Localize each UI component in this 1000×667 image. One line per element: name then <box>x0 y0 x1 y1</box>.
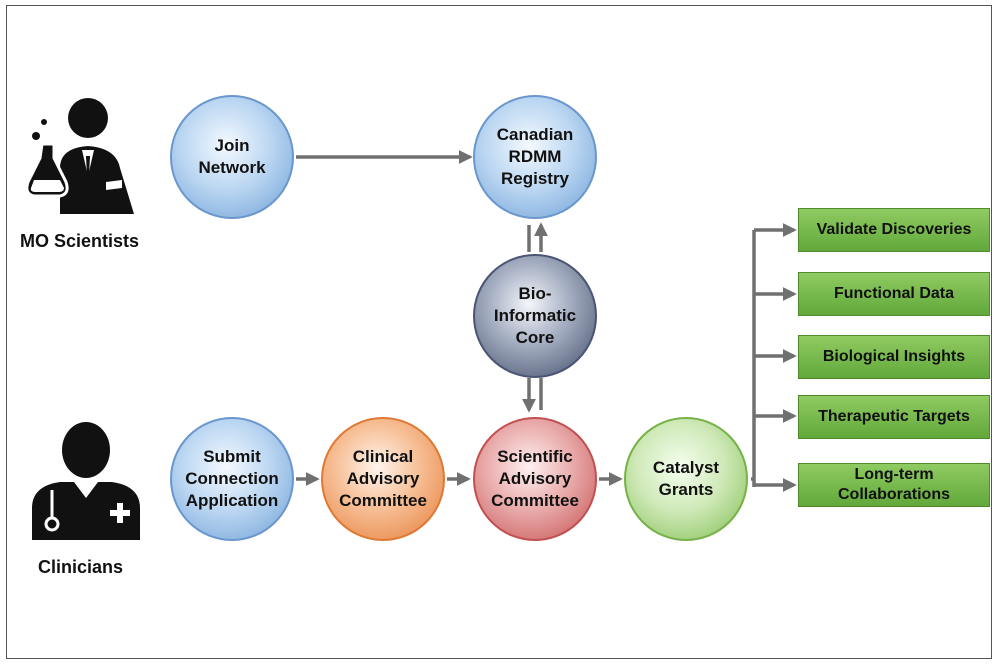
node-submit-connection-application: Submit Connection Application <box>170 417 294 541</box>
node-bioinformatic-core: Bio- Informatic Core <box>473 254 597 378</box>
outcome-long-term-collaborations: Long-term Collaborations <box>798 463 990 507</box>
doctor-icon <box>32 422 140 540</box>
outcome-validate-discoveries: Validate Discoveries <box>798 208 990 252</box>
actor-label-scientists: MO Scientists <box>20 231 140 251</box>
outcome-biological-insights: Biological Insights <box>798 335 990 379</box>
scientist-icon <box>25 98 134 214</box>
outcome-functional-data: Functional Data <box>798 272 990 316</box>
node-scientific-advisory-committee: Scientific Advisory Committee <box>473 417 597 541</box>
node-catalyst-grants: Catalyst Grants <box>624 417 748 541</box>
node-canadian-rdmm-registry: Canadian RDMM Registry <box>473 95 597 219</box>
node-clinical-advisory-committee: Clinical Advisory Committee <box>321 417 445 541</box>
outcome-therapeutic-targets: Therapeutic Targets <box>798 395 990 439</box>
node-join-network: Join Network <box>170 95 294 219</box>
diagram-frame <box>6 5 992 659</box>
actor-label-clinicians: Clinicians <box>38 557 124 577</box>
